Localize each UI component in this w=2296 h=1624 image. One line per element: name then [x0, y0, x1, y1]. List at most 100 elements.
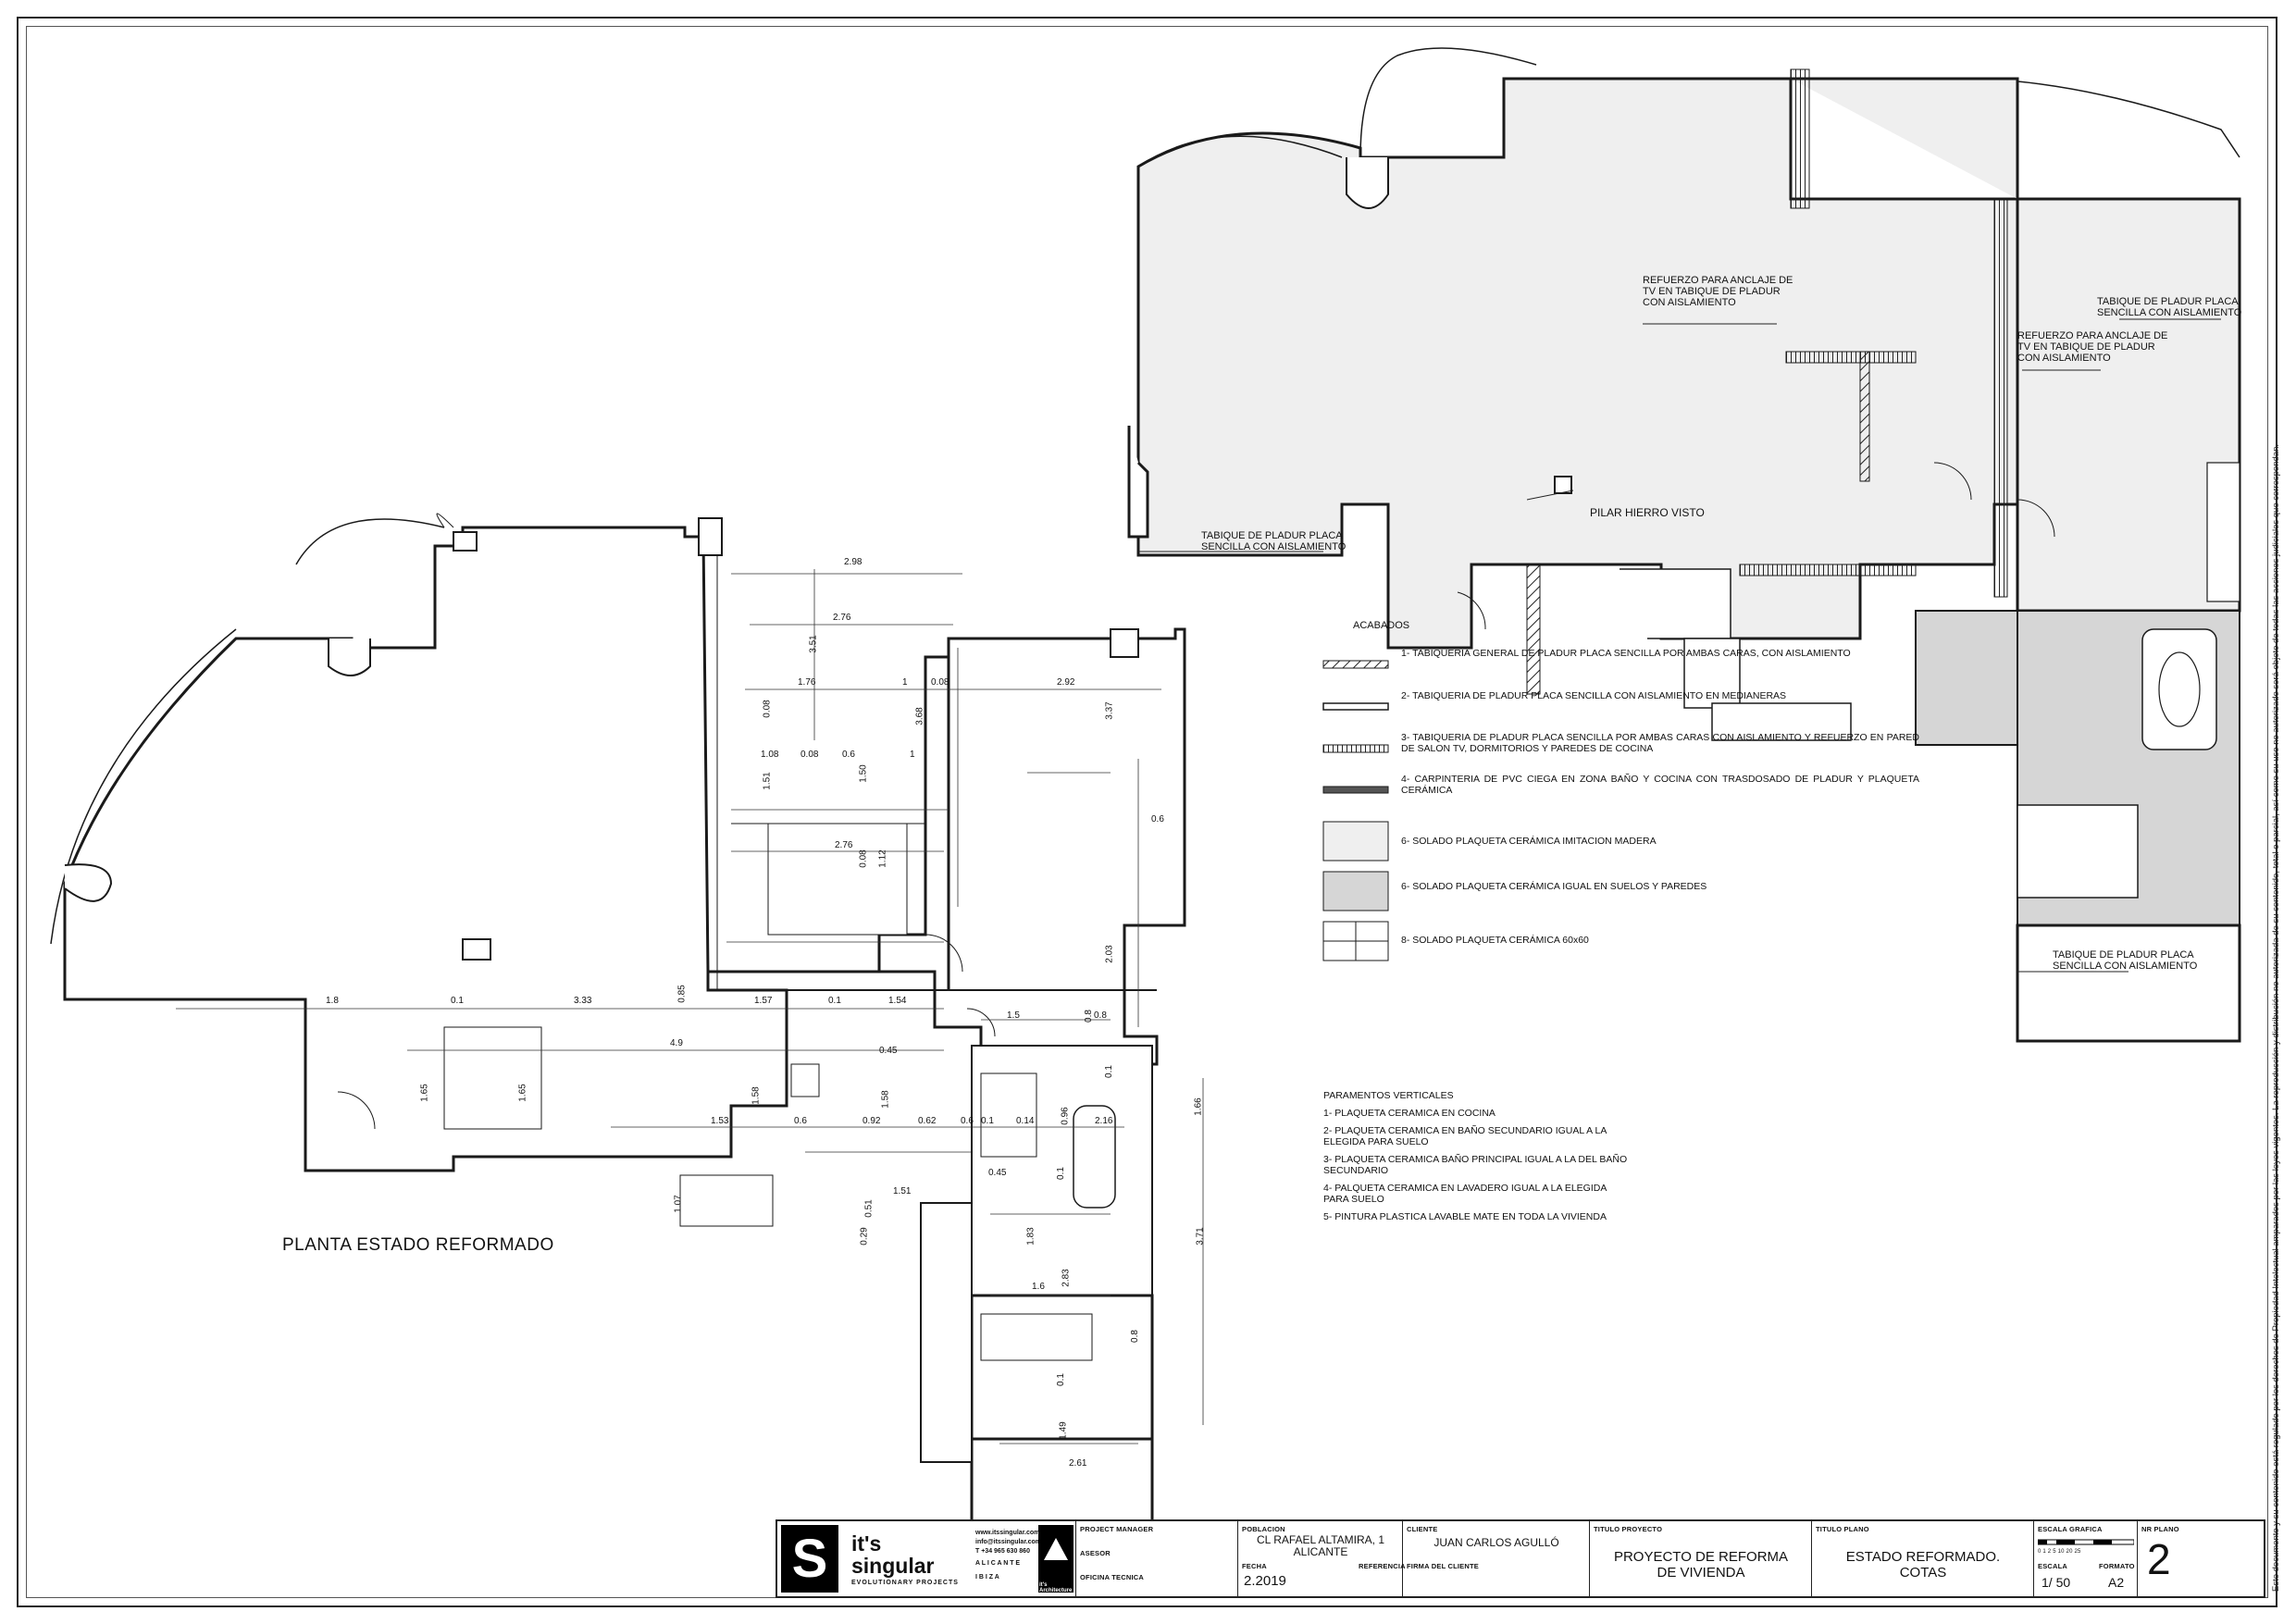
- dimension-label: 0.08: [800, 750, 819, 760]
- dimension-label: 1.58: [880, 1090, 891, 1109]
- dimension-label: 0.96: [1060, 1107, 1071, 1125]
- legend-item-text: 4- CARPINTERIA DE PVC CIEGA EN ZONA BAÑO…: [1401, 774, 1919, 796]
- formato-value: A2: [2108, 1575, 2125, 1590]
- dimension-label: 4.9: [670, 1038, 683, 1048]
- oficina-tecnica-caption: OFICINA TECNICA: [1080, 1573, 1144, 1581]
- contact-city-2: I B I Z A: [975, 1574, 999, 1581]
- lower-unit: [50, 513, 1186, 1552]
- dimension-label: 1.8: [326, 996, 339, 1006]
- dimension-label: 0.8: [1083, 1010, 1094, 1023]
- pladur-note-bottom-right: TABIQUE DE PLADUR PLACA SENCILLA CON AIS…: [2053, 949, 2198, 972]
- dimension-label: 1.49: [1058, 1421, 1069, 1440]
- upper-unit: [1127, 47, 2241, 1043]
- vertical-finish-item: 1- PLAQUETA CERAMICA EN COCINA: [1323, 1108, 1496, 1119]
- fecha-value: 2.2019: [1244, 1573, 1286, 1589]
- cliente-caption: CLIENTE: [1407, 1525, 1438, 1533]
- dimension-label: 0.6: [794, 1116, 807, 1126]
- vertical-finishes-list: PARAMENTOS VERTICALES 1- PLAQUETA CERAMI…: [1323, 1090, 1629, 1229]
- dimension-label: 1.66: [1193, 1097, 1204, 1116]
- dimension-label: 1.07: [673, 1195, 684, 1213]
- dimension-label: 0.1: [1103, 1065, 1114, 1078]
- titulo-proyecto-caption: TITULO PROYECTO: [1594, 1525, 1663, 1533]
- tv-reinforcement-note-left: REFUERZO PARA ANCLAJE DE TV EN TABIQUE D…: [1643, 275, 1793, 308]
- legend-swatches: [1322, 660, 1389, 961]
- escala-grafica-caption: ESCALA GRAFICA: [2038, 1525, 2103, 1533]
- poblacion-value: CL RAFAEL ALTAMIRA, 1 ALICANTE: [1256, 1533, 1385, 1558]
- legend-item: 8- SOLADO PLAQUETA CERÁMICA 60x60: [1323, 935, 1934, 975]
- logo-wordmark: it's singular: [851, 1532, 934, 1577]
- team-cell: PROJECT MANAGER ASESOR OFICINA TECNICA: [1075, 1521, 1238, 1596]
- poblacion-caption: POBLACION: [1242, 1525, 1285, 1533]
- dimension-label: 0.45: [988, 1168, 1007, 1178]
- escala-ticks: 0 1 2 5 10 20 25: [2038, 1549, 2081, 1555]
- logo-tagline: EVOLUTIONARY PROJECTS: [851, 1580, 959, 1586]
- dimension-label: 0.92: [863, 1116, 881, 1126]
- dimension-label: 2.98: [844, 557, 863, 567]
- referencia-caption: REFERENCIA: [1359, 1562, 1406, 1570]
- dimension-label: 3.71: [1195, 1227, 1206, 1246]
- dimension-label: 1.5: [1007, 1010, 1020, 1021]
- dimension-label: 1.65: [419, 1084, 430, 1102]
- legend-item-text: 6- SOLADO PLAQUETA CERÁMICA IGUAL EN SUE…: [1401, 881, 1707, 892]
- dimension-label: 1.51: [893, 1186, 912, 1196]
- titulo-plano-caption: TITULO PLANO: [1816, 1525, 1869, 1533]
- dimension-label: 1.57: [754, 996, 773, 1006]
- asesor-caption: ASESOR: [1080, 1549, 1111, 1557]
- architecture-logo: it's Architecture: [1038, 1525, 1074, 1593]
- dimension-label: 0.08: [931, 677, 949, 688]
- architecture-logo-label: it's Architecture: [1039, 1582, 1073, 1593]
- dimension-label: 0.51: [863, 1199, 875, 1218]
- dimension-lines: [176, 569, 1204, 1444]
- dimension-label: 1.12: [877, 849, 888, 868]
- legend-item-text: 2- TABIQUERIA DE PLADUR PLACA SENCILLA C…: [1401, 690, 1787, 701]
- legend-item: 3- TABIQUERIA DE PLADUR PLACA SENCILLA P…: [1323, 732, 1934, 773]
- legend-item: 6- SOLADO PLAQUETA CERÁMICA IMITACION MA…: [1323, 836, 1934, 876]
- vertical-finish-item: 3- PLAQUETA CERAMICA BAÑO PRINCIPAL IGUA…: [1323, 1154, 1628, 1176]
- escala-value: 1/ 50: [2042, 1575, 2071, 1590]
- location-cell: POBLACION CL RAFAEL ALTAMIRA, 1 ALICANTE…: [1238, 1521, 1406, 1596]
- legend-item-text: 3- TABIQUERIA DE PLADUR PLACA SENCILLA P…: [1401, 732, 1919, 754]
- legend-item-text: 6- SOLADO PLAQUETA CERÁMICA IMITACION MA…: [1401, 836, 1657, 847]
- drawing-title: PLANTA ESTADO REFORMADO: [282, 1235, 554, 1255]
- dimension-label: 2.76: [833, 613, 851, 623]
- dimension-label: 0.08: [762, 700, 773, 718]
- scale-cell: ESCALA GRAFICA 0 1 2 5 10 20 25 ESCALA F…: [2034, 1521, 2138, 1596]
- dimension-label: 0.8: [1094, 1010, 1107, 1021]
- dimension-label: 2.16: [1095, 1116, 1113, 1126]
- dimension-label: 1: [902, 677, 908, 688]
- dimension-label: 3.68: [914, 707, 925, 725]
- legend-item-text: 1- TABIQUERIA GENERAL DE PLADUR PLACA SE…: [1401, 648, 1851, 659]
- graphic-scale-bar: [2038, 1539, 2134, 1545]
- sheet-border: [17, 17, 2277, 1607]
- living-dining-floor: [63, 526, 1186, 1172]
- dimension-label: 1.65: [517, 1084, 528, 1102]
- formato-caption: FORMATO: [2099, 1562, 2135, 1570]
- firma-cliente-caption: FIRMA DEL CLIENTE: [1407, 1562, 1479, 1570]
- legend-item: 6- SOLADO PLAQUETA CERÁMICA IGUAL EN SUE…: [1323, 881, 1934, 922]
- tv-reinforcement-note-right: REFUERZO PARA ANCLAJE DE TV EN TABIQUE D…: [2017, 330, 2168, 364]
- dimension-label: 1.51: [762, 772, 773, 790]
- contact-phone: T +34 965 630 860: [975, 1548, 1030, 1555]
- annotation-leaders: [1138, 318, 2221, 973]
- dimension-label: 1.76: [798, 677, 816, 688]
- vertical-finish-item: 4- PALQUETA CERAMICA EN LAVADERO IGUAL A…: [1323, 1183, 1607, 1205]
- title-block: S it's singular EVOLUTIONARY PROJECTS ww…: [776, 1519, 2265, 1598]
- legend-item: 2- TABIQUERIA DE PLADUR PLACA SENCILLA C…: [1323, 690, 1934, 731]
- dimension-label: 1: [910, 750, 915, 760]
- dimension-label: 2.76: [835, 840, 853, 850]
- contact-city-1: A L I C A N T E: [975, 1560, 1021, 1567]
- dimension-label: 0.85: [676, 985, 688, 1003]
- titulo-proyecto-value: PROYECTO DE REFORMA DE VIVIENDA: [1613, 1549, 1789, 1581]
- dimension-label: 3.37: [1104, 701, 1115, 720]
- company-logo-block: S it's singular EVOLUTIONARY PROJECTS ww…: [777, 1521, 1075, 1596]
- fecha-caption: FECHA: [1242, 1562, 1267, 1570]
- pladur-note-top-right: TABIQUE DE PLADUR PLACA SENCILLA CON AIS…: [2097, 296, 2242, 318]
- project-manager-caption: PROJECT MANAGER: [1080, 1525, 1154, 1533]
- dimension-label: 1.54: [888, 996, 907, 1006]
- legal-side-note: Este documento y su contenido está regul…: [2271, 444, 2281, 1592]
- dimension-label: 0.08: [858, 849, 869, 868]
- pladur-note-left: TABIQUE DE PLADUR PLACA SENCILLA CON AIS…: [1201, 530, 1347, 552]
- escala-caption: ESCALA: [2038, 1562, 2068, 1570]
- pillar-note: PILAR HIERRO VISTO: [1590, 506, 1705, 519]
- plan-number-cell: NR PLANO 2: [2138, 1521, 2264, 1596]
